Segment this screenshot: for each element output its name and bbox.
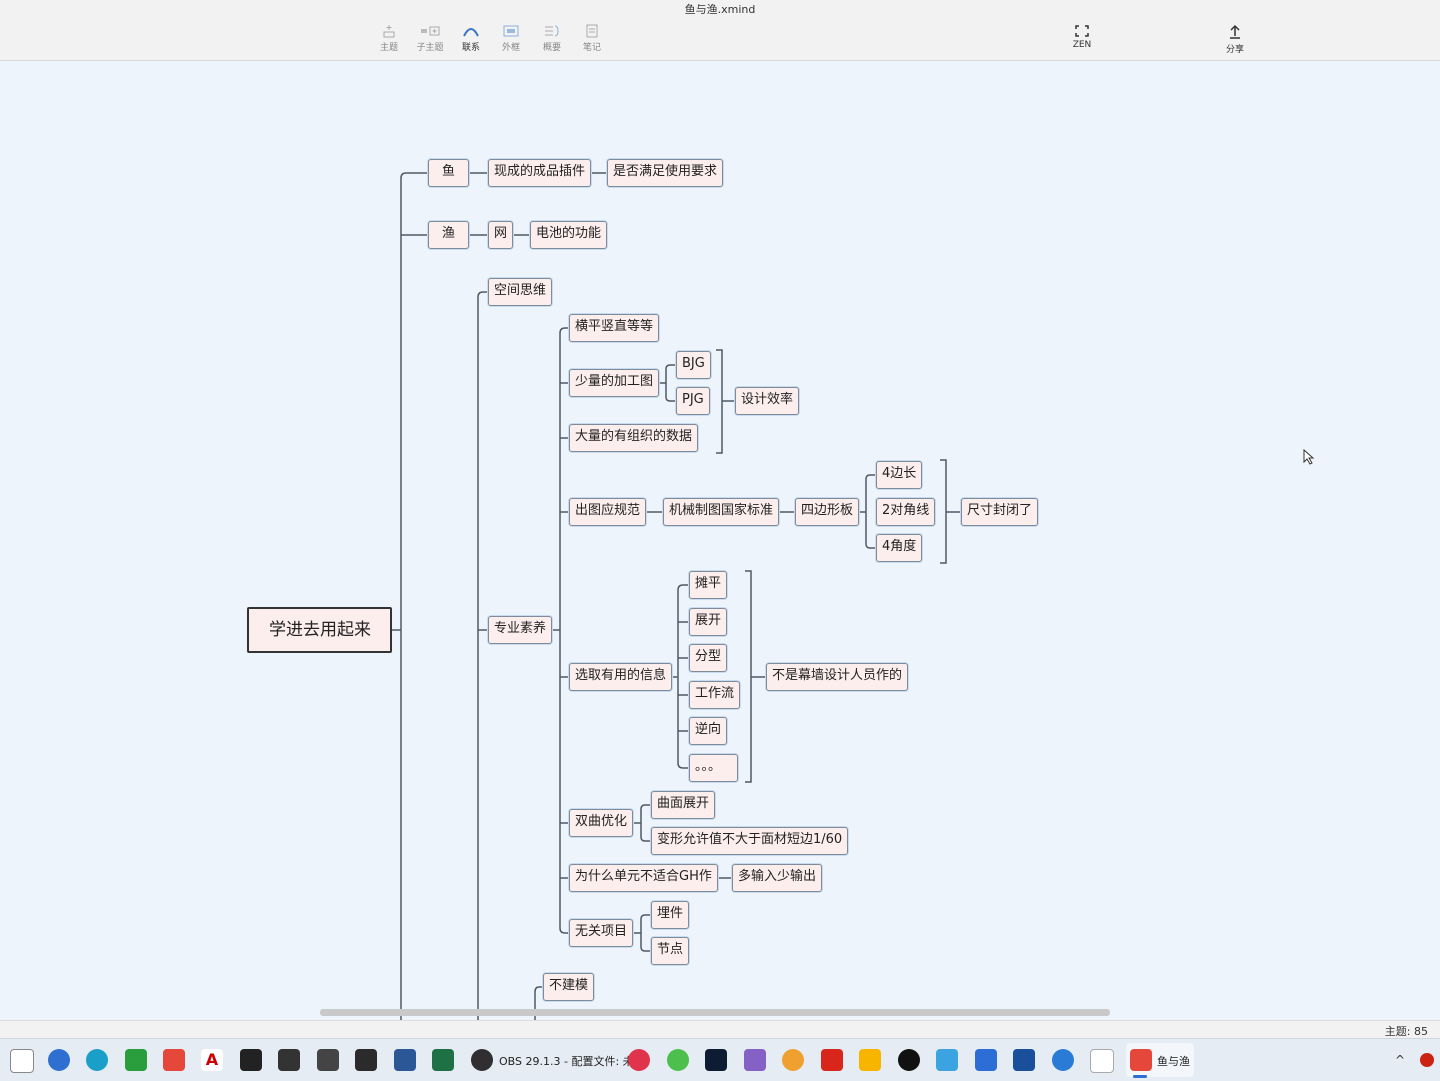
topic-ready-plugin[interactable]: 现成的成品插件 [488, 159, 592, 187]
topic-ellipsis[interactable]: 。。。 [689, 754, 738, 782]
summary-icon [545, 25, 559, 37]
notes-icon [586, 24, 598, 38]
bilibili-icon[interactable] [317, 1049, 339, 1071]
topic-more-in-less-out[interactable]: 多输入少输出 [732, 864, 823, 892]
davinci-icon[interactable] [355, 1049, 377, 1071]
netease-music-icon[interactable] [628, 1049, 650, 1071]
topic-four-angles[interactable]: 4角度 [876, 534, 923, 562]
topic-two-diagonals[interactable]: 2对角线 [876, 498, 936, 526]
topic-few-drawings[interactable]: 少量的加工图 [569, 369, 660, 397]
xmind-window-label[interactable]: 鱼与渔 [1157, 1055, 1190, 1068]
tray-chevron-up-icon[interactable]: ^ [1395, 1053, 1406, 1067]
topic-select-info[interactable]: 选取有用的信息 [569, 663, 673, 691]
summary-button[interactable]: 概要 [530, 24, 574, 53]
boundary-button[interactable]: 外框 [489, 24, 533, 53]
word-icon[interactable] [394, 1049, 416, 1071]
topic-no-modeling[interactable]: 不建模 [543, 973, 595, 1001]
topic-meets-requirements[interactable]: 是否满足使用要求 [607, 159, 724, 187]
tray-app-icon[interactable] [1420, 1053, 1434, 1067]
topic-unrelated-items[interactable]: 无关项目 [569, 919, 634, 947]
topic-joint[interactable]: 节点 [651, 937, 690, 965]
visual-studio-icon[interactable] [744, 1049, 766, 1071]
topic-classify[interactable]: 分型 [689, 644, 728, 672]
topic-workflow[interactable]: 工作流 [689, 681, 741, 709]
search-tool-icon[interactable] [782, 1049, 804, 1071]
autocad-icon[interactable]: A [201, 1049, 223, 1071]
add-topic-icon [383, 25, 395, 38]
obs-icon[interactable] [471, 1049, 493, 1071]
gear-app-icon[interactable] [936, 1049, 958, 1071]
rhino-8-icon[interactable] [240, 1049, 262, 1071]
relationship-button[interactable]: 联系 [449, 24, 493, 53]
topic-count: 主题: 85 [1384, 1025, 1428, 1038]
subtopic-button[interactable]: 子主题 [408, 24, 452, 53]
xmind-icon[interactable] [163, 1049, 185, 1071]
status-bar: 主题: 85 [0, 1020, 1440, 1039]
share-icon [1230, 24, 1240, 39]
topic-why-unit-not-gh[interactable]: 为什么单元不适合GH作 [569, 864, 718, 892]
file-icon[interactable] [1090, 1049, 1114, 1073]
topic-unfold[interactable]: 展开 [689, 608, 728, 636]
photoshop-icon[interactable] [705, 1049, 727, 1071]
snipping-tool-icon[interactable] [10, 1049, 34, 1073]
topic-battery-function[interactable]: 电池的功能 [530, 221, 608, 249]
topic-net[interactable]: 网 [488, 221, 514, 249]
excel-icon[interactable] [432, 1049, 454, 1071]
rhino-icon[interactable] [278, 1049, 300, 1071]
topic-flatten[interactable]: 摊平 [689, 571, 728, 599]
topic-four-sides[interactable]: 4边长 [876, 461, 923, 489]
topic-deform-tolerance[interactable]: 变形允许值不大于面材短边1/60 [651, 827, 849, 855]
taskbar: A OBS 29.1.3 - 配置文件: 未 鱼与渔 ^ [0, 1038, 1440, 1081]
topic-double-curve[interactable]: 双曲优化 [569, 809, 634, 837]
topic-fish[interactable]: 鱼 [428, 159, 469, 187]
xmind-active-icon[interactable] [1130, 1049, 1152, 1071]
topic-fishing[interactable]: 渔 [428, 221, 469, 249]
topic-button[interactable]: 主题 [367, 24, 411, 53]
topic-horizontal-vertical[interactable]: 横平竖直等等 [569, 314, 660, 342]
zen-button[interactable]: ZEN [1060, 24, 1104, 50]
summary-dims-closed[interactable]: 尺寸封闭了 [961, 498, 1039, 526]
topic-national-standard[interactable]: 机械制图国家标准 [663, 498, 780, 526]
mindmap-canvas[interactable]: 学进去用起来 鱼 现成的成品插件 是否满足使用要求 渔 网 电池的功能 空间思维… [0, 61, 1440, 1021]
mindmaster-icon[interactable] [859, 1049, 881, 1071]
topic-bjg[interactable]: BJG [676, 351, 711, 379]
relationship-icon [463, 28, 479, 37]
feather-app-icon[interactable] [48, 1049, 70, 1071]
topic-pjg[interactable]: PJG [676, 387, 710, 415]
topic-spatial-thinking[interactable]: 空间思维 [488, 278, 553, 306]
fullscreen-icon [1075, 25, 1089, 37]
active-indicator [1133, 1075, 1147, 1078]
sketchup-icon[interactable] [1013, 1049, 1035, 1071]
topic-embedded-parts[interactable]: 埋件 [651, 901, 690, 929]
add-subtopic-icon [421, 26, 440, 36]
summary-not-curtain-designer[interactable]: 不是幕墙设计人员作的 [766, 663, 909, 691]
feishu-icon[interactable] [975, 1049, 997, 1071]
connector-lines [392, 172, 961, 1021]
wechat-icon[interactable] [667, 1049, 689, 1071]
obs-window-label[interactable]: OBS 29.1.3 - 配置文件: 未 [499, 1055, 634, 1068]
horizontal-scrollbar[interactable] [320, 1009, 1110, 1016]
mouse-cursor-icon [1303, 449, 1315, 465]
topic-drawing-standard[interactable]: 出图应规范 [569, 498, 647, 526]
notes-button[interactable]: 笔记 [570, 24, 614, 53]
acrobat-icon[interactable] [821, 1049, 843, 1071]
topic-surface-unfold[interactable]: 曲面展开 [651, 791, 716, 819]
xbox-icon[interactable] [125, 1049, 147, 1071]
boundary-icon [503, 25, 519, 37]
topic-quad-plate[interactable]: 四边形板 [795, 498, 860, 526]
sync-app-icon[interactable] [1052, 1049, 1074, 1071]
edge-beta-icon[interactable] [86, 1049, 108, 1071]
topic-reverse[interactable]: 逆向 [689, 717, 728, 745]
qq-icon[interactable] [898, 1049, 920, 1071]
toolbar: 主题 子主题 联系 外框 概要 笔记 ZEN 分享 [0, 20, 1440, 61]
summary-design-efficiency[interactable]: 设计效率 [735, 387, 800, 415]
share-button[interactable]: 分享 [1213, 24, 1257, 55]
topic-organized-data[interactable]: 大量的有组织的数据 [569, 424, 699, 452]
window-title: 鱼与渔.xmind [0, 0, 1440, 20]
topic-professional-literacy[interactable]: 专业素养 [488, 616, 553, 644]
root-topic[interactable]: 学进去用起来 [247, 607, 392, 653]
